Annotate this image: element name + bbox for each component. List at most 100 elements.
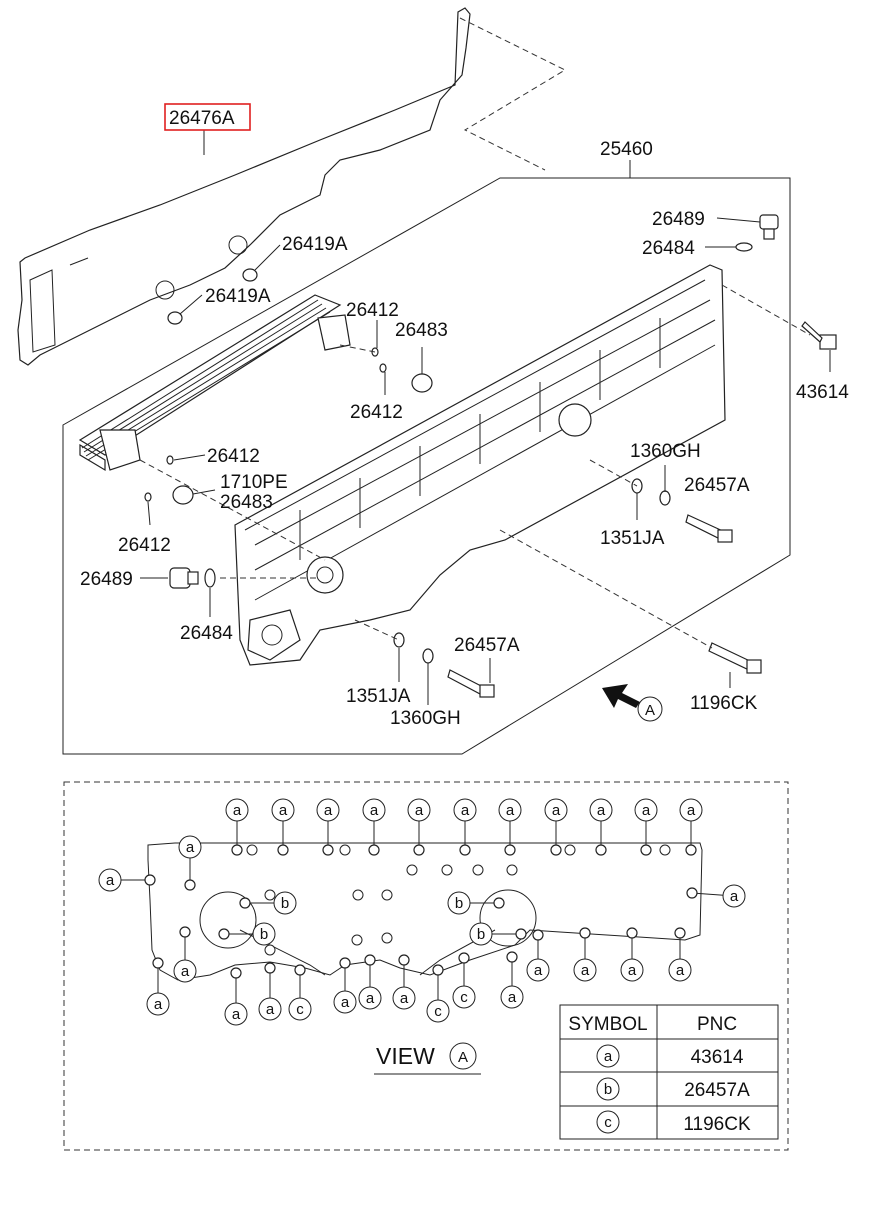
view-marker-b: b bbox=[239, 891, 297, 915]
marker-letter: b bbox=[455, 895, 463, 912]
marker-letter: a bbox=[506, 802, 515, 819]
bolt-hole bbox=[626, 927, 638, 939]
bolt-hole bbox=[674, 927, 686, 939]
view-marker-a: a bbox=[333, 957, 357, 1014]
label-25460: 25460 bbox=[600, 139, 653, 160]
view-a-arrow: A bbox=[602, 684, 663, 722]
bolt-hole bbox=[264, 944, 276, 956]
marker-circle bbox=[224, 1002, 248, 1026]
symbol-table: SYMBOL PNC a 43614 b 26457A c 1196CK bbox=[559, 1004, 779, 1140]
bolt-hole bbox=[246, 844, 258, 856]
view-marker-b: b bbox=[218, 922, 276, 946]
marker-circle bbox=[452, 985, 476, 1009]
marker-letter: a bbox=[730, 888, 739, 905]
view-marker-a: a bbox=[620, 927, 644, 982]
o-ring-26483-lower bbox=[172, 485, 194, 505]
bolt-hole bbox=[322, 844, 334, 856]
table-symbol-c: c bbox=[604, 1114, 612, 1131]
view-marker-a: a bbox=[316, 798, 340, 856]
marker-circle bbox=[589, 798, 613, 822]
bolt-hole bbox=[532, 929, 544, 941]
marker-circle bbox=[288, 997, 312, 1021]
bolt-hole bbox=[152, 957, 164, 969]
label-26412-1: 26412 bbox=[346, 300, 399, 321]
bolt-hole bbox=[184, 879, 196, 891]
view-marker-a: a bbox=[526, 929, 550, 982]
bolt-hole bbox=[264, 962, 276, 974]
label-26484-bottom: 26484 bbox=[180, 623, 233, 644]
bolt-hole bbox=[398, 954, 410, 966]
marker-circle bbox=[426, 999, 450, 1023]
view-marker-c: c bbox=[452, 952, 476, 1009]
table-pnc-1196CK: 1196CK bbox=[683, 1114, 751, 1135]
marker-letter: a bbox=[642, 802, 651, 819]
label-43614: 43614 bbox=[796, 382, 849, 403]
marker-circle bbox=[544, 798, 568, 822]
marker-letter: a bbox=[341, 994, 350, 1011]
bolt-hole bbox=[659, 844, 671, 856]
bolt-hole bbox=[413, 844, 425, 856]
bolt-hole bbox=[472, 864, 484, 876]
bolt-hole bbox=[231, 844, 243, 856]
bolt-hole bbox=[352, 889, 364, 901]
view-marker-a: a bbox=[500, 951, 524, 1009]
marker-letter: a bbox=[266, 1001, 275, 1018]
highlight-box-26476A bbox=[164, 103, 251, 131]
label-26457A-1: 26457A bbox=[684, 475, 750, 496]
label-1360GH-2: 1360GH bbox=[390, 708, 461, 729]
bolt-hole bbox=[441, 864, 453, 876]
marker-letter: a bbox=[687, 802, 696, 819]
view-marker-a: a bbox=[498, 798, 522, 856]
bolt-hole bbox=[294, 964, 306, 976]
view-marker-a: a bbox=[544, 798, 568, 856]
view-marker-b: b bbox=[447, 891, 505, 915]
bolt-hole bbox=[458, 952, 470, 964]
label-26483-1: 26483 bbox=[395, 320, 448, 341]
label-26489-bottom: 26489 bbox=[80, 569, 133, 590]
bolt-hole bbox=[550, 844, 562, 856]
table-pnc-26457A: 26457A bbox=[684, 1080, 750, 1101]
marker-circle bbox=[271, 798, 295, 822]
marker-circle bbox=[634, 798, 658, 822]
bolt-hole bbox=[230, 967, 242, 979]
marker-letter: c bbox=[434, 1003, 442, 1020]
view-marker-c: c bbox=[426, 964, 450, 1023]
marker-letter: a bbox=[400, 990, 409, 1007]
view-marker-a: a bbox=[573, 927, 597, 982]
bolt-hole bbox=[406, 864, 418, 876]
view-marker-a: a bbox=[362, 798, 386, 856]
view-marker-a: a bbox=[392, 954, 416, 1010]
bolt-hole bbox=[144, 874, 156, 886]
bolt-hole bbox=[381, 889, 393, 901]
view-marker-a: a bbox=[358, 954, 382, 1010]
label-1351JA-1: 1351JA bbox=[600, 528, 665, 549]
bolt-hole bbox=[595, 844, 607, 856]
marker-circle bbox=[500, 985, 524, 1009]
table-header-pnc: PNC bbox=[697, 1014, 737, 1035]
table-pnc-43614: 43614 bbox=[691, 1047, 744, 1068]
view-marker-a: a bbox=[668, 927, 692, 982]
bolt-hole bbox=[179, 926, 191, 938]
marker-letter: a bbox=[232, 1006, 241, 1023]
marker-letter: a bbox=[676, 962, 685, 979]
marker-letter: a bbox=[534, 962, 543, 979]
marker-letter: a bbox=[279, 802, 288, 819]
bolt-hole bbox=[339, 844, 351, 856]
marker-circle bbox=[447, 891, 471, 915]
bolt-hole bbox=[579, 927, 591, 939]
view-marker-a: a bbox=[225, 798, 249, 856]
marker-letter: a bbox=[186, 839, 195, 856]
marker-letter: b bbox=[477, 926, 485, 943]
gasket-26484-top bbox=[735, 242, 753, 252]
label-26412-3: 26412 bbox=[207, 446, 260, 467]
marker-circle bbox=[273, 891, 297, 915]
bolt-hole bbox=[640, 844, 652, 856]
marker-letter: a bbox=[461, 802, 470, 819]
marker-letter: a bbox=[181, 963, 190, 980]
view-marker-a: a bbox=[453, 798, 477, 856]
bolt-hole bbox=[218, 928, 230, 940]
marker-circle bbox=[469, 922, 493, 946]
bolt-26457A bbox=[447, 514, 733, 698]
marker-circle bbox=[358, 986, 382, 1010]
